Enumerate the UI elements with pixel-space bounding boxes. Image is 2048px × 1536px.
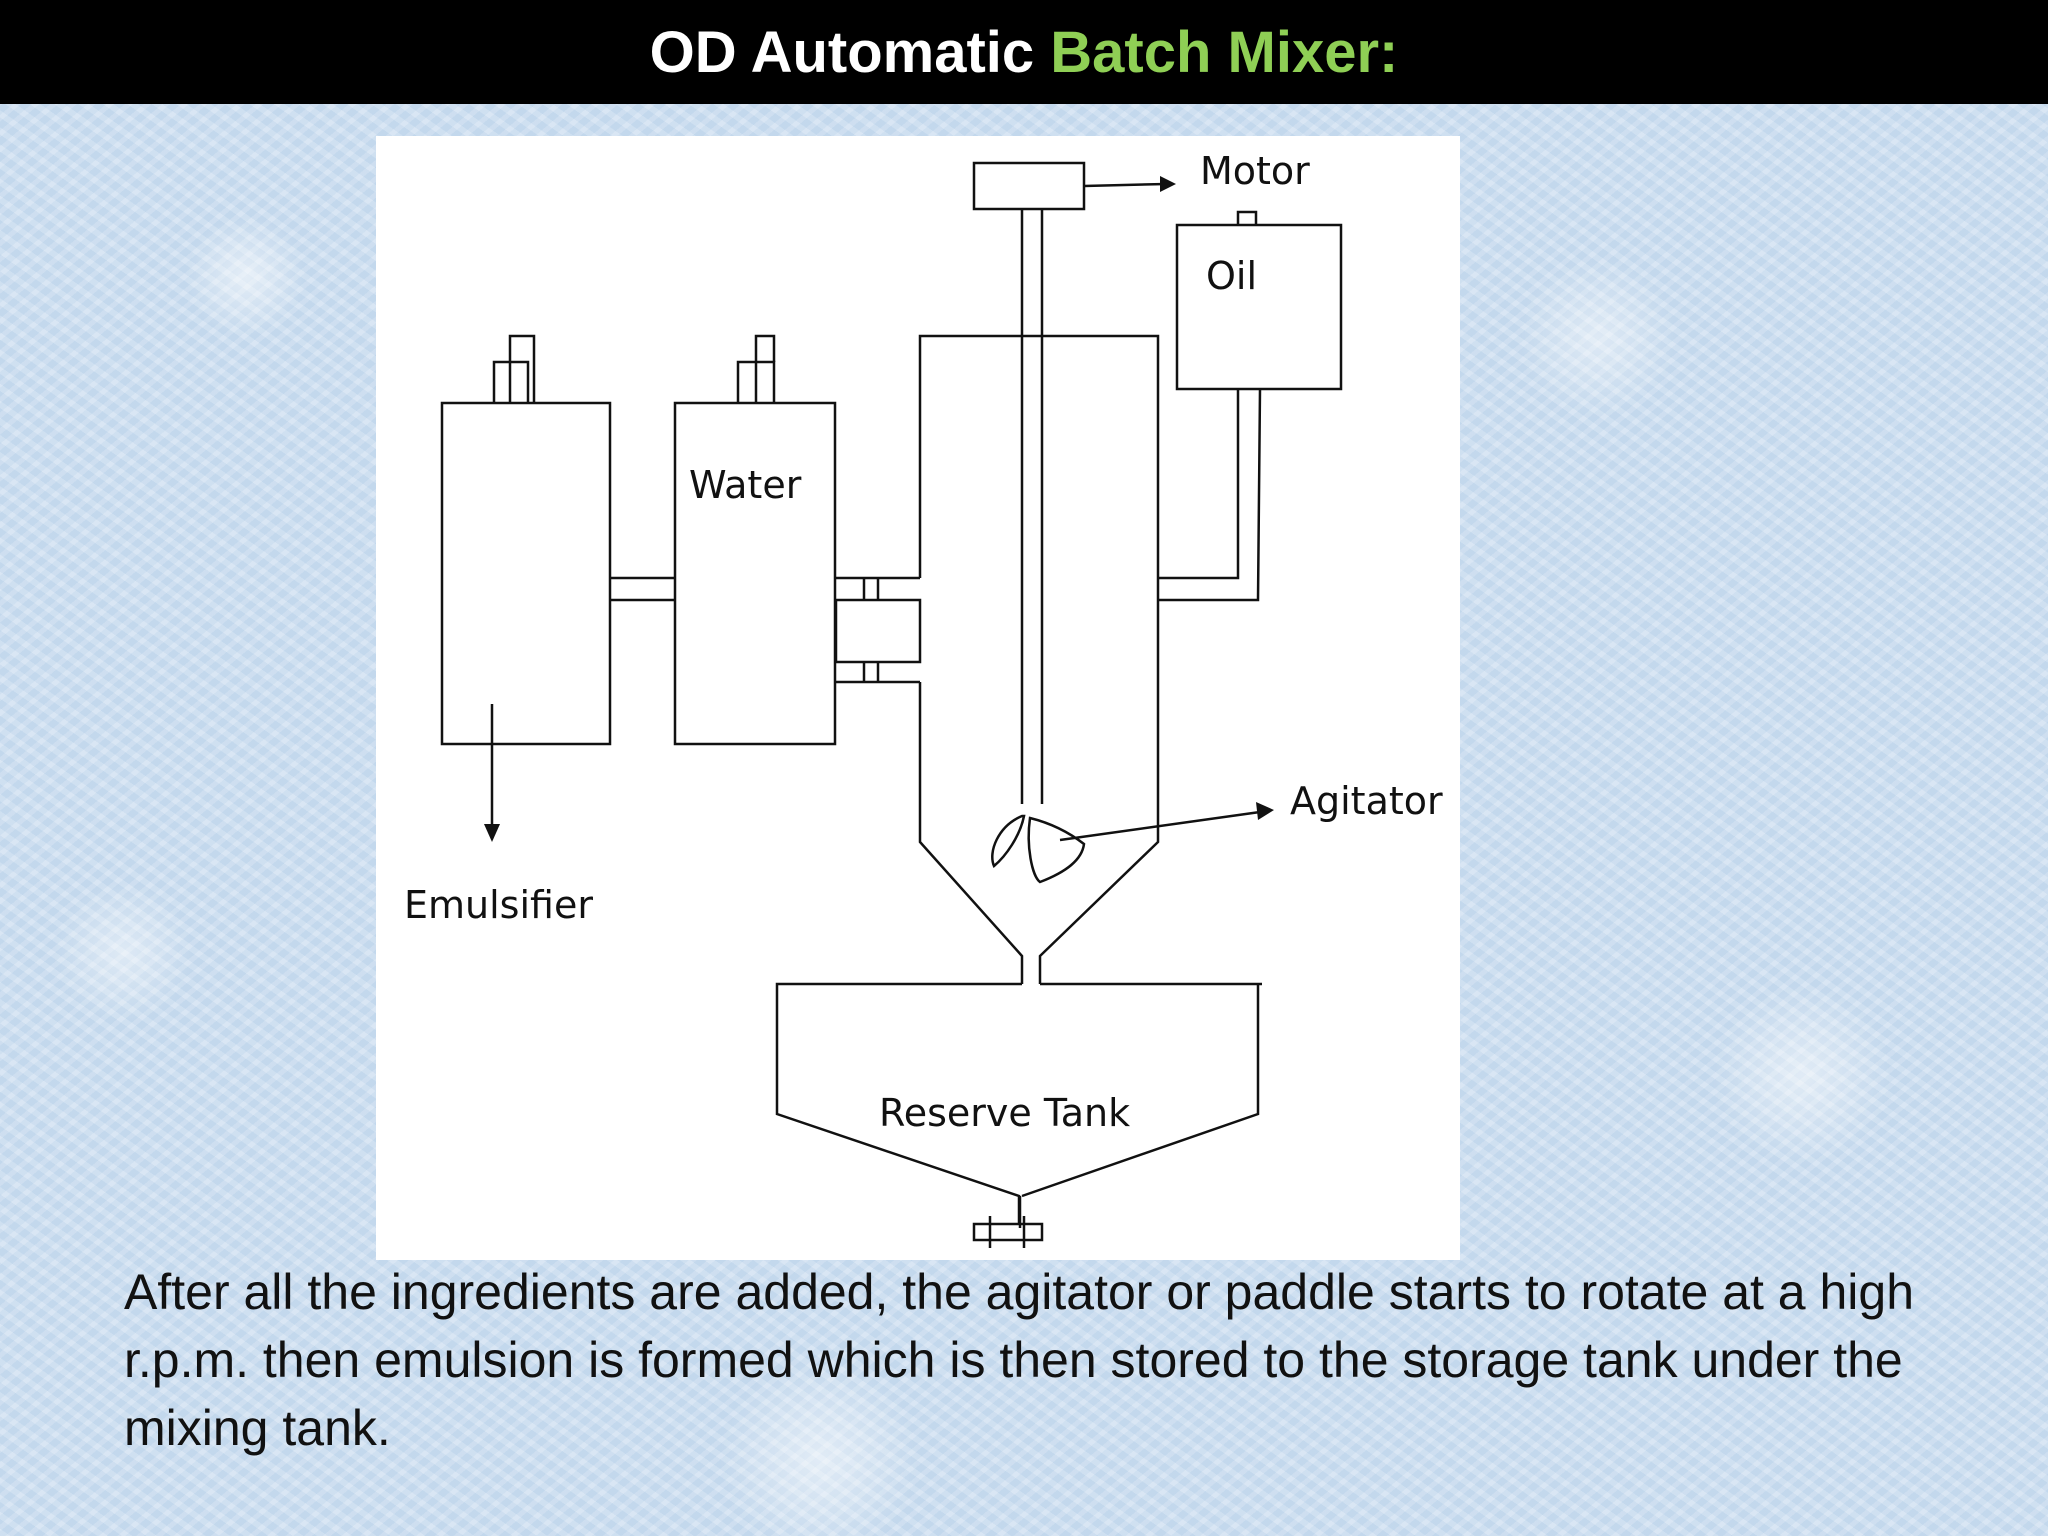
mixing-tank-right [918,334,1160,984]
agitator-blade-left [991,814,1026,869]
water-tank-fill-pipe-inner [754,334,776,403]
emulsifier-label: Emulsifier [404,883,593,927]
motor-label: Motor [1200,149,1310,193]
water-mixer-valve [834,598,922,664]
agitator-arrow-line [1059,810,1261,842]
oil-pipe-lower [1158,388,1262,602]
batch-mixer-diagram: Motor Oil Water [376,136,1460,1260]
water-tank [673,401,837,746]
emulsifier-arrow-head [484,824,500,842]
motor-arrow-head [1160,176,1176,192]
mixer-schematic: Motor Oil Water [404,149,1443,1248]
emulsifier-fill-pipe-inner [508,334,536,403]
oil-label: Oil [1206,254,1257,298]
reserve-tank-right-wall [1021,984,1260,1198]
oil-tank-cap [1236,210,1258,225]
oil-pipe-upper [1158,389,1240,580]
oil-tank [1175,223,1343,391]
title-main: OD Automatic [649,19,1035,85]
slide-title: OD Automatic Batch Mixer: [650,19,1399,86]
mixing-tank-left [918,682,1024,984]
title-bar: OD Automatic Batch Mixer: [0,0,2048,104]
motor-arrow-line [1083,182,1167,188]
water-label: Water [689,463,802,507]
agitator-arrow-head [1256,802,1274,820]
reserve-outlet-valve [972,1222,1044,1242]
title-accent: Batch Mixer: [1050,19,1399,85]
agitator-blade-right [1027,816,1086,884]
reserve-tank-label: Reserve Tank [879,1091,1130,1135]
motor-box [972,161,1086,211]
description-paragraph: After all the ingredients are added, the… [124,1264,1915,1456]
emulsifier-tank [440,401,612,746]
agitator-label: Agitator [1290,779,1443,823]
